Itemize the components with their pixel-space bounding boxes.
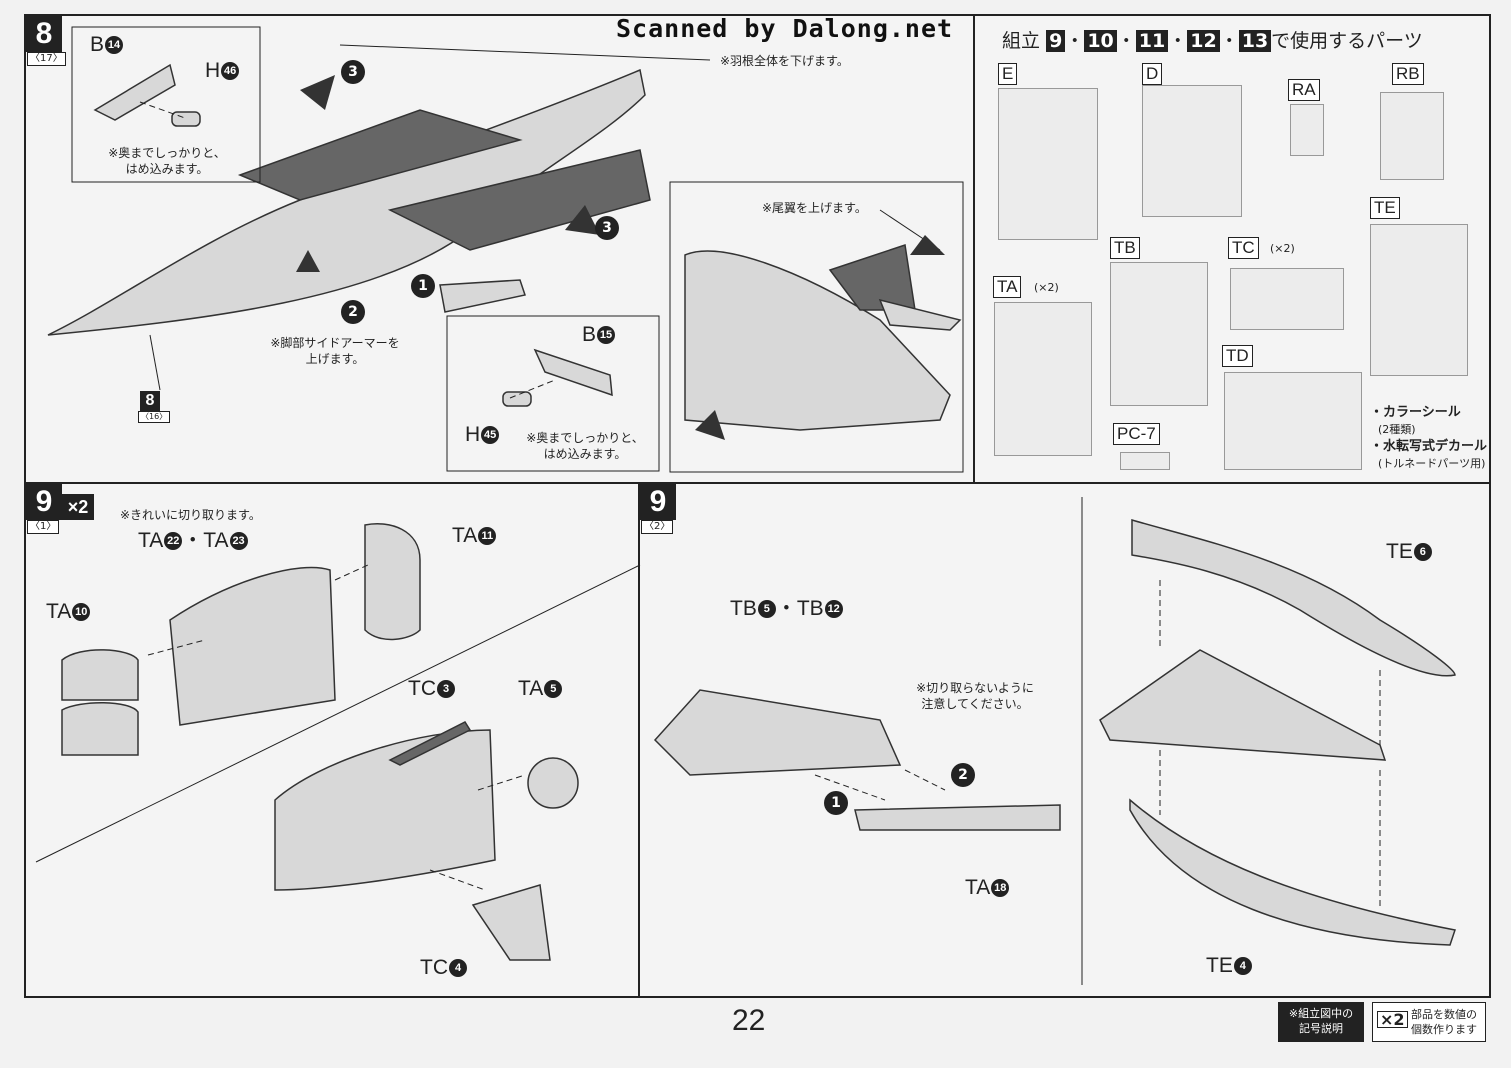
step-9b-ref: 〈2〉 [641,520,674,534]
sheet-tc-mult: (×2) [1270,242,1295,255]
runner-ra [1290,104,1324,156]
note-leg-armor: ※脚部サイドアーマーを上げます。 [270,336,400,366]
runner-tb [1110,262,1208,406]
sheet-tag-te: TE [1370,197,1400,219]
runner-te [1370,224,1468,376]
sheet-tag-d: D [1142,63,1163,85]
callout-3-right: 3 [595,216,619,240]
sheet-tag-pc7: PC-7 [1113,423,1160,445]
runner-pc7 [1120,452,1170,470]
step-8-badge: 8 [26,16,62,52]
sheet-ta-mult: (×2) [1034,281,1059,294]
runner-d [1142,85,1242,217]
sheet-tag-td: TD [1222,345,1253,367]
watermark: Scanned by Dalong.net [616,14,954,43]
note-wing: ※羽根全体を下げます。 [720,54,849,68]
step-9b-badge: 9 [640,484,676,520]
note-cut-clean: ※きれいに切り取ります。 [120,508,261,522]
runner-ta [994,302,1092,456]
step-9a-ref: 〈1〉 [27,520,60,534]
runner-td [1224,372,1362,470]
note-do-not-cut: ※切り取らないように注意してください。 [916,681,1034,711]
callout-9b-2: 2 [951,763,975,787]
sheet-tag-e: E [998,63,1018,85]
sheet-tag-tb: TB [1110,237,1140,259]
legend-title: ※組立図中の記号説明 [1278,1002,1364,1042]
inset-top-note: ※奥までしっかりと、はめ込みます。 [108,146,226,176]
legend-item: ×2 部品を数値の個数作ります [1372,1002,1486,1042]
page-number: 22 [732,1004,766,1037]
step-8-ref: 〈17〉 [27,52,66,66]
runner-e [998,88,1098,240]
runner-tc [1230,268,1344,330]
step-9a-badge: 9 [26,484,62,520]
sub-ref-badge: 8 [140,391,160,411]
sheet-tag-ra: RA [1288,79,1320,101]
extras-list: ・カラーシール (2種類) ・水転写式デカール (トルネードパーツ用) [1370,405,1488,470]
sheet-tag-rb: RB [1392,63,1424,85]
callout-3-top: 3 [341,60,365,84]
inset-bottom-note: ※奥までしっかりと、はめ込みます。 [526,431,644,461]
runner-rb [1380,92,1444,180]
callout-9b-1: 1 [824,791,848,815]
note-tail: ※尾翼を上げます。 [762,201,867,215]
step-9a-times: ×2 [62,494,94,520]
sheet-tag-tc: TC [1228,237,1259,259]
callout-1: 1 [411,274,435,298]
sheet-tag-ta: TA [993,276,1022,298]
sub-ref-step: 〈16〉 [138,411,171,423]
callout-2: 2 [341,300,365,324]
